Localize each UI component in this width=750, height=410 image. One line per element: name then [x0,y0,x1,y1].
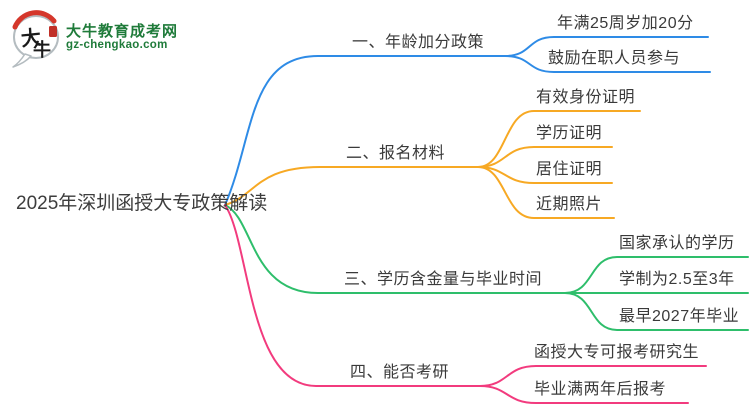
branch3-child1-line [564,256,749,294]
branch1-child2-line [504,55,711,73]
branch1-child1-line [504,36,709,57]
branch4-label: 四、能否考研 [350,364,450,381]
branch1-child1-label: 年满25周岁加20分 [557,15,694,32]
branch2-child4-line [477,166,615,219]
branch4-child2-line [479,385,689,404]
branch2-label: 二、报名材料 [346,145,446,162]
branch4-child1-line [479,365,707,387]
branch3-line [224,204,566,294]
branch3-child3-label: 最早2027年毕业 [619,308,740,325]
branch2-child2-line [477,146,613,168]
branch4-child2-label: 毕业满两年后报考 [534,381,667,398]
branch4-line [224,204,481,387]
logo-mark-char2: 牛 [33,39,51,60]
branch2-child3-line [477,166,613,184]
branch2-child3-label: 居住证明 [536,161,603,178]
logo-mark-char1: 大 [20,26,42,51]
logo-red-arc [12,10,57,30]
branch1-child2-label: 鼓励在职人员参与 [548,50,681,67]
branch2-child2-label: 学历证明 [536,125,603,142]
branch2-child1-line [477,110,641,168]
logo-brand-name[interactable]: 大牛教育成考网 [66,23,179,40]
logo-brand-url[interactable]: gz-chengkao.com [66,39,168,51]
branch1-label: 一、年龄加分政策 [352,34,485,51]
branch3-child3-line [564,292,749,331]
central-topic: 2025年深圳函授大专政策解读 [16,193,268,214]
branch2-child4-label: 近期照片 [536,196,603,213]
branch2-child1-label: 有效身份证明 [536,89,636,106]
branch3-child1-label: 国家承认的学历 [619,235,735,252]
logo-bubble: 大 牛 [12,10,59,68]
branch4-child1-label: 函授大专可报考研究生 [534,344,700,361]
branch3-label: 三、学历含金量与毕业时间 [344,271,543,288]
branch1-line [224,55,506,206]
branch2-line [224,166,479,206]
branch3-child2-label: 学制为2.5至3年 [619,271,735,288]
logo-seal-icon [49,26,57,37]
